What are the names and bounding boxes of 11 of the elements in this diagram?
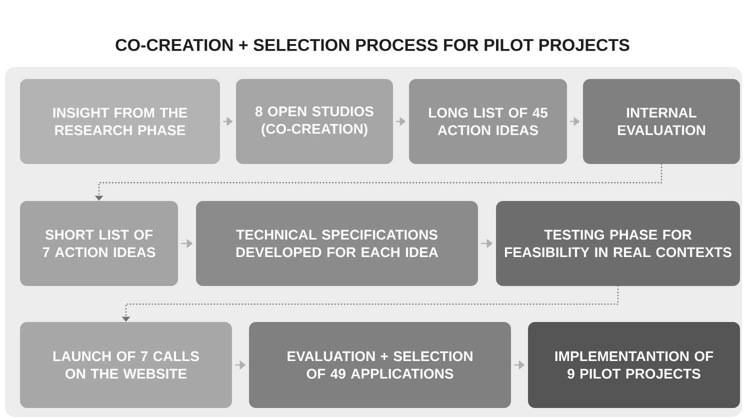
title: CO-CREATION + SELECTION PROCESS FOR PILOT PROJECTS <box>116 38 630 52</box>
process-box: INTERNAL EVALUATION <box>583 79 740 164</box>
process-box: LAUNCH OF 7 CALLS ON THE WEBSITE <box>20 322 232 408</box>
process-box: LONG LIST OF 45 ACTION IDEAS <box>409 79 567 164</box>
process-box: TECHNICAL SPECIFICATIONS DEVELOPED FOR EACH IDEA <box>196 201 478 286</box>
process-box: IMPLEMENTANTION OF 9 PILOT PROJECTS <box>528 322 740 408</box>
process-box: 8 OPEN STUDIOS (CO-CREATION) <box>236 79 393 164</box>
process-box: SHORT LIST OF 7 ACTION IDEAS <box>20 201 178 286</box>
process-box: EVALUATION + SELECTION OF 49 APPLICATIONS <box>249 322 511 408</box>
process-box: INSIGHT FROM THE RESEARCH PHASE <box>20 79 220 164</box>
process-box: TESTING PHASE FOR FEASIBILITY IN REAL CONTEXTS <box>496 201 740 286</box>
